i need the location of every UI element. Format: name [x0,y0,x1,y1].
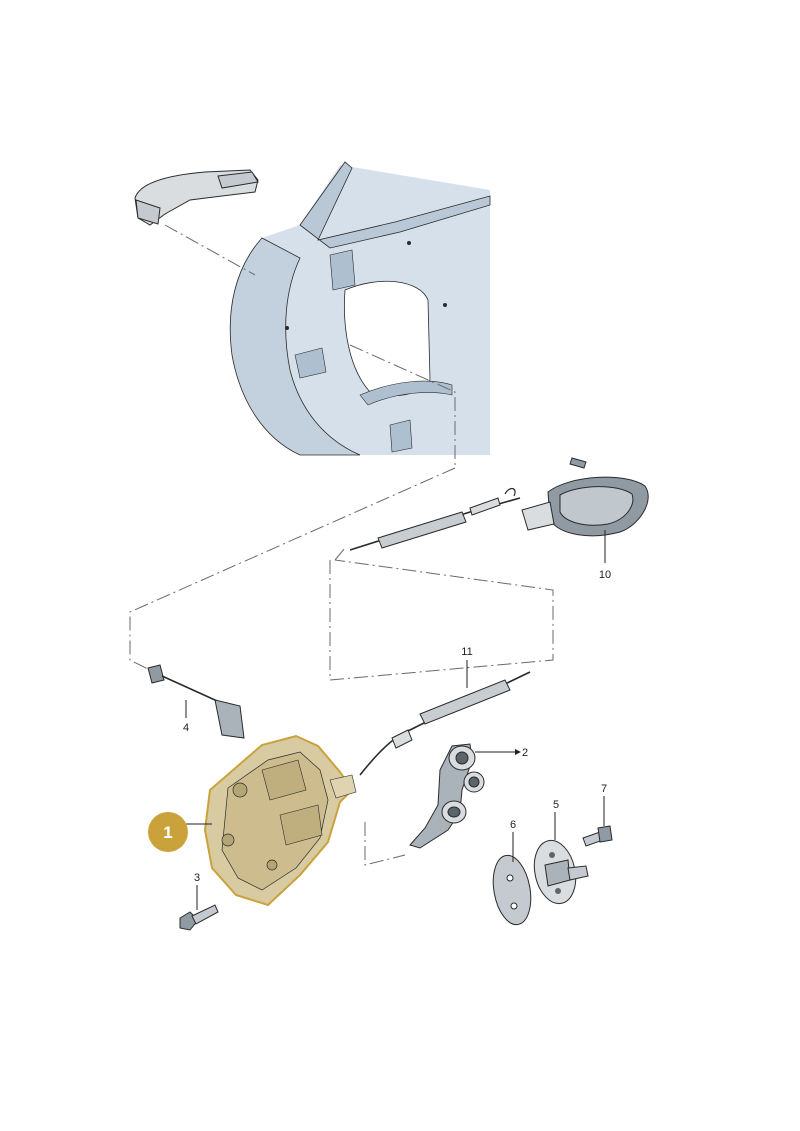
callout-10: 10 [599,569,611,581]
highlight-badge: 1 [148,812,188,852]
door-striker [533,839,589,905]
numbered-circle-badge-icon [148,812,188,852]
exterior-door-handle [134,169,259,226]
lock-screw [179,904,219,931]
callout-11: 11 [461,646,472,658]
interior-door-handle [521,457,649,537]
callout-3: 3 [194,872,200,884]
roller-bracket [409,743,485,849]
callout-1: 1 [163,823,172,842]
striker-screw [582,825,613,847]
door-lock-highlighted [203,734,357,907]
callout-2: 2 [522,747,528,759]
callout-5: 5 [553,799,559,811]
cover-plate [492,854,532,926]
lower-release-cable [359,671,531,776]
door-frame-illustration [229,161,491,456]
callout-7: 7 [601,783,607,795]
callout-leader-lines [185,530,606,910]
callout-labels: 10 11 4 2 3 6 5 7 [183,569,611,884]
lock-operating-rod [147,664,245,739]
callout-4: 4 [183,722,189,734]
assembly-guide-lines [129,224,554,866]
upper-release-cable [349,487,521,551]
callout-6: 6 [510,819,516,831]
